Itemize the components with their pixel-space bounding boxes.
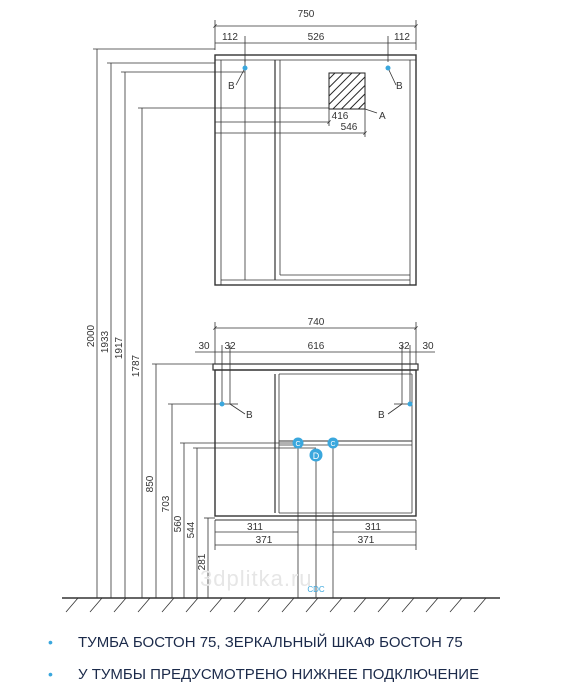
height-1933: 1933 <box>100 330 111 353</box>
connection-point-b-right <box>385 65 391 71</box>
vanity-total-width: 740 <box>308 317 325 328</box>
floor-line <box>62 597 500 613</box>
connection-point-d <box>309 448 323 462</box>
vanity-dim-mid: 616 <box>308 341 325 352</box>
vanity-dim-right-32: 32 <box>398 341 410 352</box>
connection-point-b-right-lower <box>407 401 413 407</box>
height-850: 850 <box>145 475 156 492</box>
vanity-bottom-371-right: 371 <box>358 535 375 546</box>
vanity-bottom-311-left: 311 <box>247 522 263 533</box>
height-1787: 1787 <box>131 354 142 377</box>
note-text: У ТУМБЫ ПРЕДУСМОТРЕНО НИЖНЕЕ ПОДКЛЮЧЕНИЕ <box>78 666 480 683</box>
note-item: • ТУМБА БОСТОН 75, ЗЕРКАЛЬНЫЙ ШКАФ БОСТОН… <box>48 632 479 664</box>
height-560: 560 <box>173 515 184 532</box>
connection-point-c-right <box>327 437 339 449</box>
height-703: 703 <box>161 495 172 512</box>
note-text: ТУМБА БОСТОН 75, ЗЕРКАЛЬНЫЙ ШКАФ БОСТОН … <box>78 634 463 651</box>
vanity-bottom-311-right: 311 <box>365 522 381 533</box>
vanity-dim-left-32: 32 <box>224 341 236 352</box>
connection-point-b-left <box>242 65 248 71</box>
label-d: D <box>313 451 320 461</box>
notes-list: • ТУМБА БОСТОН 75, ЗЕРКАЛЬНЫЙ ШКАФ БОСТОН… <box>48 632 479 696</box>
height-2000: 2000 <box>86 324 97 347</box>
connection-point-c-left <box>292 437 304 449</box>
mirror-label-b-left: B <box>228 81 235 92</box>
vanity-label-b-left: B <box>246 410 253 421</box>
vanity-bottom-371-left: 371 <box>256 535 273 546</box>
note-item: • У ТУМБЫ ПРЕДУСМОТРЕНО НИЖНЕЕ ПОДКЛЮЧЕНИ… <box>48 664 479 696</box>
vanity-cabinet <box>195 322 435 598</box>
height-281: 281 <box>197 553 208 570</box>
mirror-total-width: 750 <box>298 9 315 20</box>
mirror-dim-left: 112 <box>222 32 238 43</box>
mirror-label-b-right: B <box>396 81 403 92</box>
watermark: 3dplitka.ru <box>200 566 313 591</box>
height-544: 544 <box>186 521 197 538</box>
label-c-left: C <box>295 441 300 448</box>
vanity-label-b-right: B <box>378 410 385 421</box>
vanity-dim-right-30: 30 <box>422 341 434 352</box>
height-1917: 1917 <box>114 336 125 359</box>
mirror-cabinet <box>213 20 418 286</box>
connection-point-b-left-lower <box>219 401 225 407</box>
bullet-icon: • <box>48 634 53 650</box>
label-c-right: C <box>330 441 335 448</box>
socket-label-a: A <box>379 111 386 122</box>
bullet-icon: • <box>48 666 53 682</box>
mirror-dim-mid: 526 <box>308 32 325 43</box>
mirror-dim-right: 112 <box>394 32 410 43</box>
mirror-depth-416: 416 <box>332 111 349 122</box>
mirror-depth-546: 546 <box>341 122 358 133</box>
height-dimensions <box>93 48 329 598</box>
floor-connection-marks: CDC <box>307 585 325 594</box>
vanity-dim-left-30: 30 <box>198 341 210 352</box>
